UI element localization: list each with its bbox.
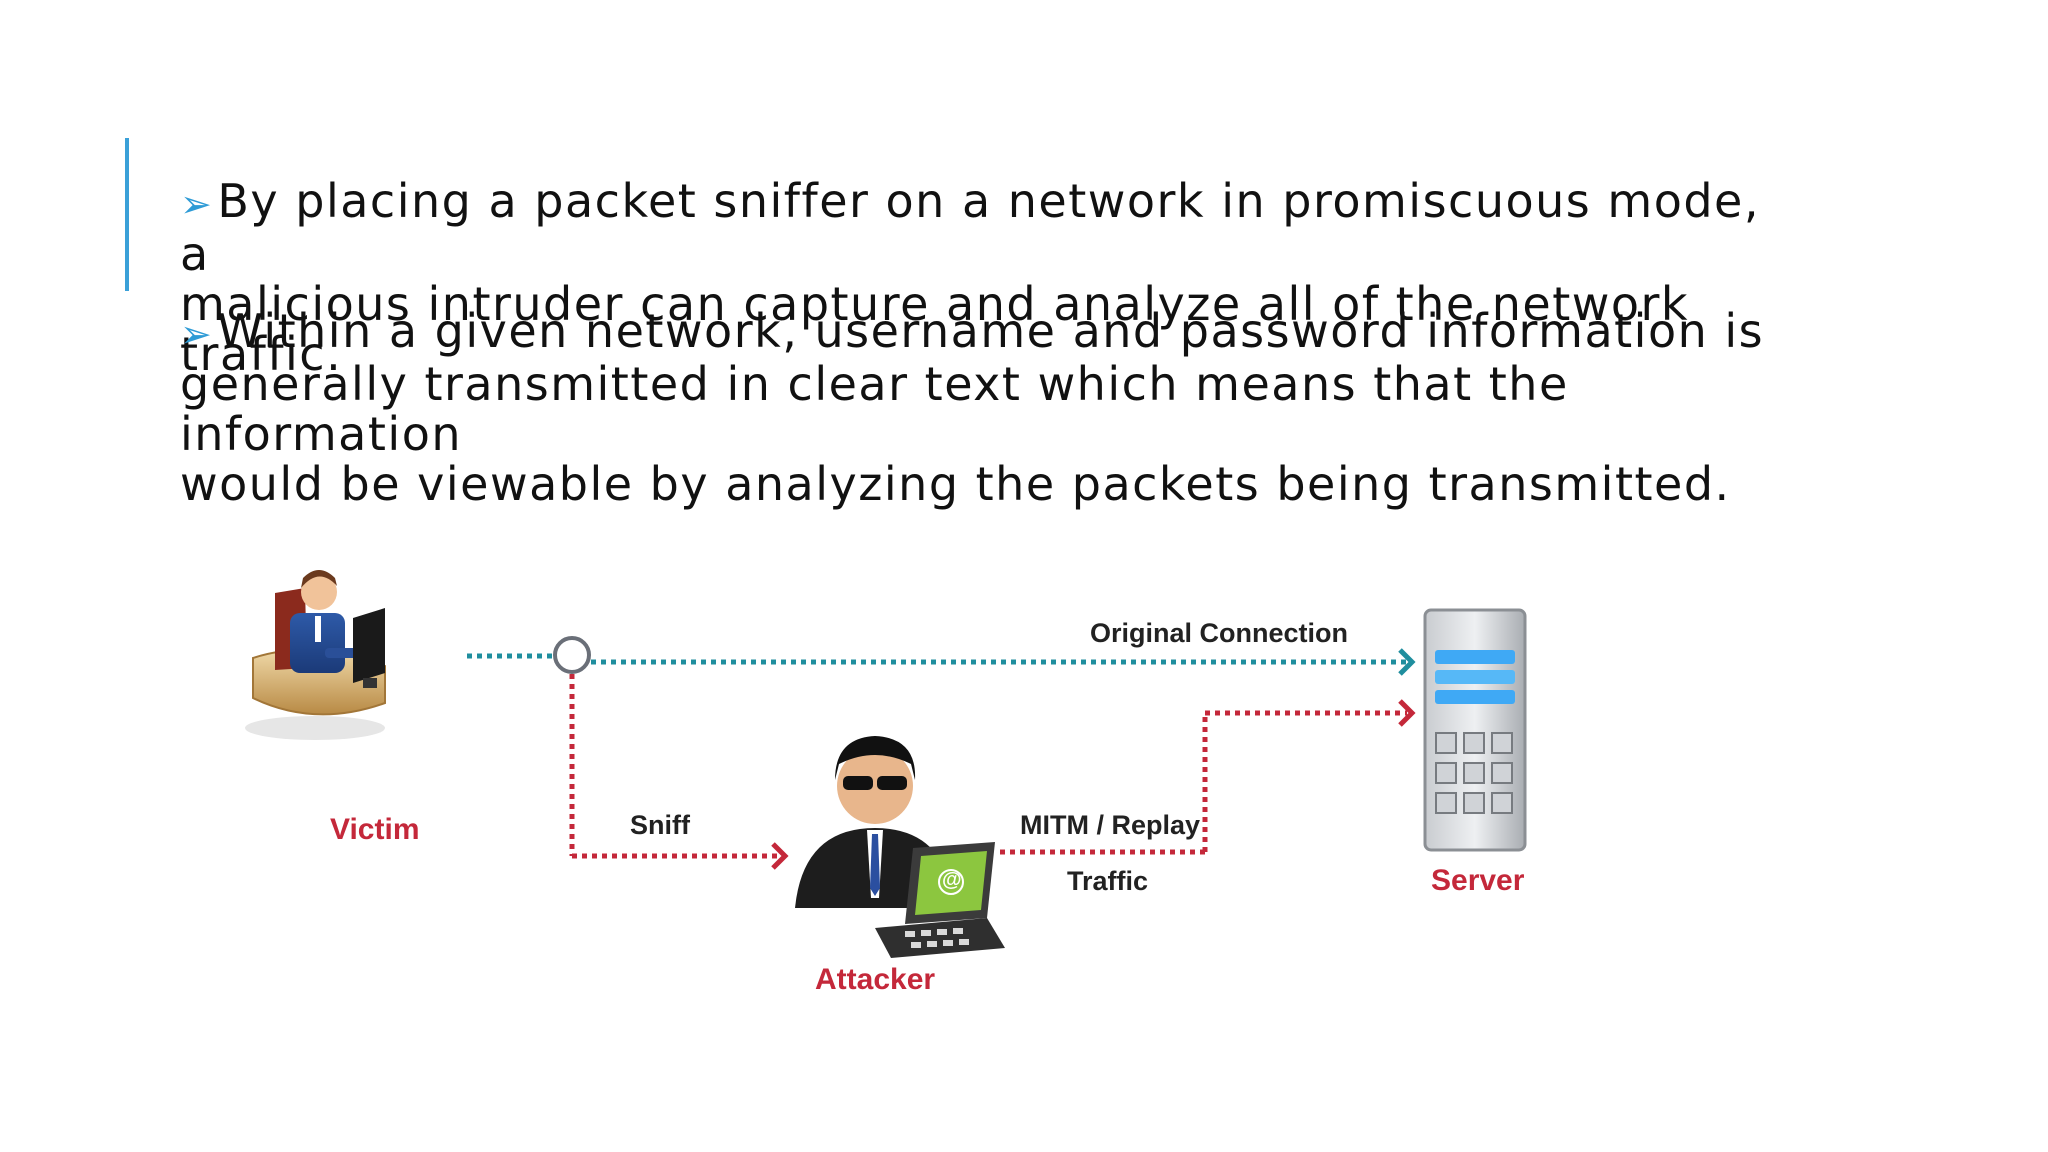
diagram-graphics	[245, 570, 1527, 958]
bullet-1-line-1: ➢By placing a packet sniffer on a networ…	[180, 176, 1780, 279]
sniff-label: Sniff	[630, 810, 690, 840]
bullet-1: ➢By placing a packet sniffer on a networ…	[180, 176, 1780, 379]
bullet-2: ➢Within a given network, username and pa…	[180, 306, 1780, 509]
bullet-1-line-2: malicious intruder can capture and analy…	[180, 277, 1690, 381]
bullet-2-line-2: generally transmitted in clear text whic…	[180, 357, 1569, 461]
victim-icon	[245, 570, 386, 740]
bullet-arrow-icon: ➢	[180, 312, 214, 356]
original-connection-label: Original Connection	[1090, 618, 1349, 648]
mitm-diagram: Original Connection Victim Sniff MITM / …	[235, 538, 1545, 1008]
laptop-icon	[875, 842, 1005, 958]
server-icon	[1423, 608, 1527, 852]
traffic-label: Traffic	[1067, 866, 1149, 896]
mitm-line	[1000, 699, 1416, 855]
original-connection-line	[467, 636, 1416, 676]
bullet-2-text-1: Within a given network, username and pas…	[217, 304, 1765, 358]
bullet-arrow-icon: ➢	[180, 182, 214, 226]
bullet-2-line-1: ➢Within a given network, username and pa…	[180, 306, 1780, 359]
server-label: Server	[1431, 864, 1525, 897]
accent-bar	[125, 138, 129, 291]
mitm-label: MITM / Replay	[1020, 810, 1201, 840]
sniff-line	[569, 674, 789, 870]
victim-label: Victim	[330, 813, 420, 846]
bullet-2-line-3: would be viewable by analyzing the packe…	[180, 457, 1731, 511]
attacker-label: Attacker	[815, 963, 936, 996]
laptop-at-symbol: @	[942, 869, 962, 891]
bullet-1-text-1: By placing a packet sniffer on a network…	[180, 174, 1760, 281]
